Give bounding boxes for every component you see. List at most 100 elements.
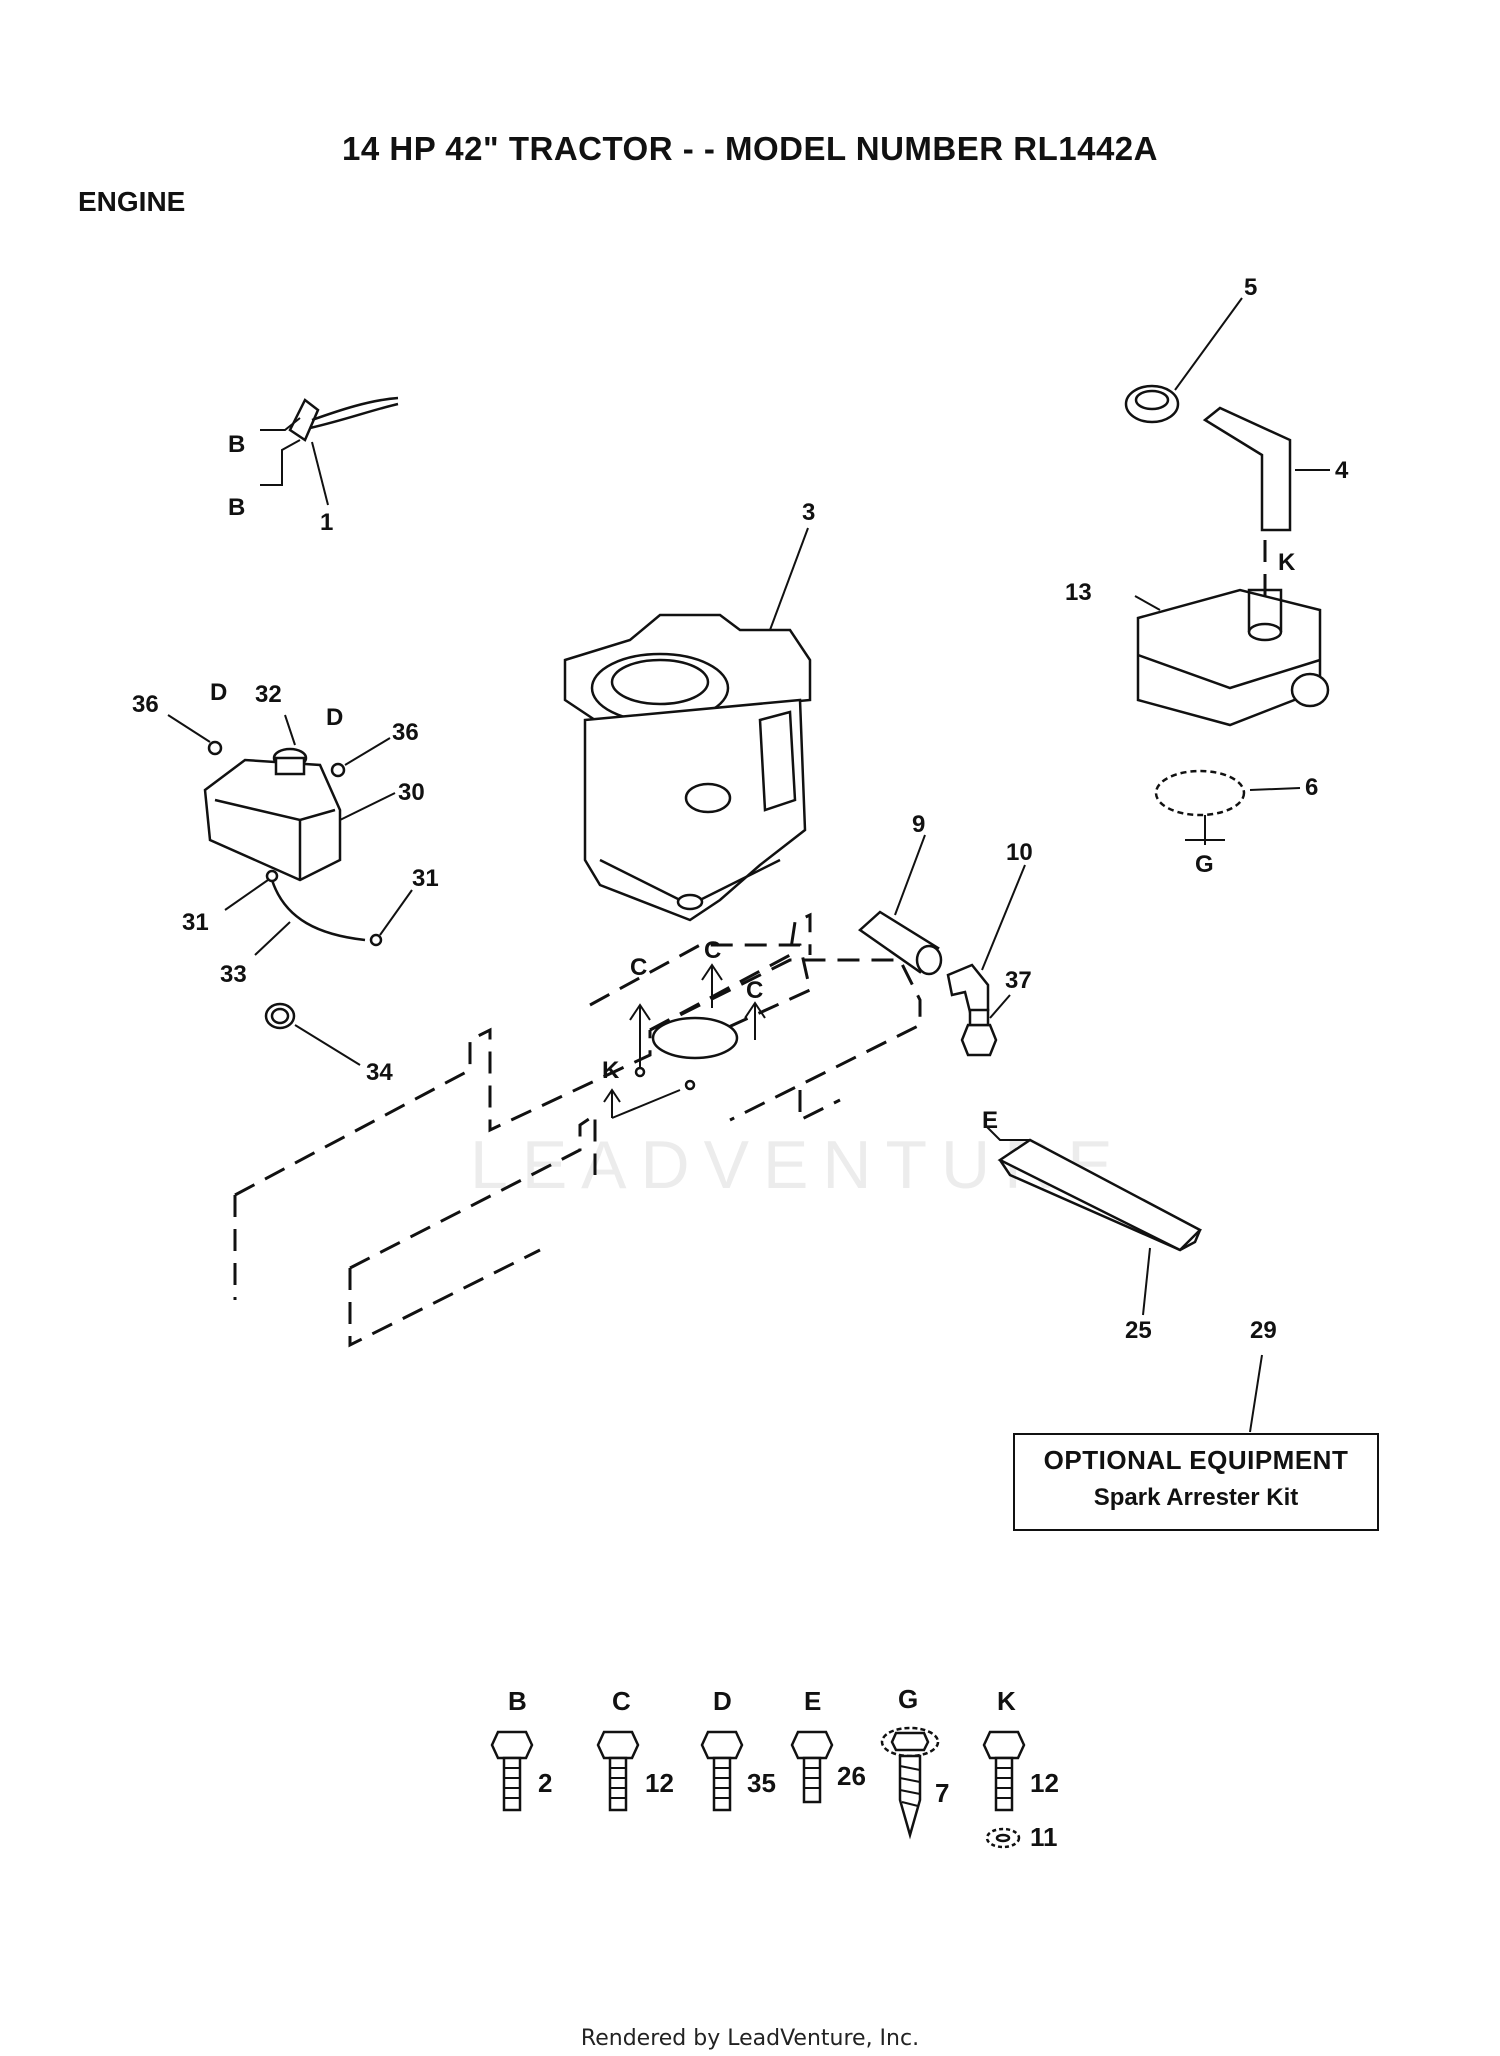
leader-10 bbox=[981, 864, 1026, 971]
hardware-letter-d: D bbox=[713, 1686, 732, 1716]
letter-c-2: C bbox=[704, 937, 721, 964]
optional-equipment-item: Spark Arrester Kit bbox=[1093, 1484, 1299, 1511]
frame-hole-dot bbox=[684, 1079, 696, 1091]
hardware-screw-g-icon[interactable] bbox=[880, 1726, 940, 1840]
leader-33 bbox=[254, 921, 291, 956]
part-31-clamp-left[interactable] bbox=[265, 869, 279, 883]
leader-37 bbox=[989, 994, 1011, 1019]
part-36-bolt-left[interactable] bbox=[207, 740, 223, 756]
callout-30: 30 bbox=[398, 779, 425, 806]
callout-29: 29 bbox=[1250, 1317, 1277, 1344]
callout-31-left: 31 bbox=[182, 909, 209, 936]
leader-36b bbox=[344, 737, 391, 766]
callout-34: 34 bbox=[366, 1059, 393, 1086]
page-title: 14 HP 42" TRACTOR - - MODEL NUMBER RL144… bbox=[342, 130, 1158, 167]
part-33-fuel-line[interactable] bbox=[270, 879, 366, 942]
hardware-legend: B 2 C 12 D 35 E 26 G bbox=[490, 1684, 1059, 1852]
callout-36-left: 36 bbox=[132, 691, 159, 718]
leader-29 bbox=[1249, 1354, 1263, 1433]
leader-30 bbox=[339, 792, 396, 821]
letter-k-2: K bbox=[602, 1057, 620, 1084]
callout-6: 6 bbox=[1305, 774, 1318, 801]
part-32-fuel-cap[interactable] bbox=[272, 747, 308, 776]
bolt-marker-e bbox=[984, 1124, 1030, 1141]
hardware-qty-d: 35 bbox=[747, 1768, 776, 1798]
callout-3: 3 bbox=[802, 499, 815, 526]
letter-b-2: B bbox=[228, 494, 245, 521]
frame-reference-outline bbox=[233, 912, 922, 1348]
part-34-grommet[interactable] bbox=[264, 1002, 296, 1030]
callout-13: 13 bbox=[1065, 579, 1092, 606]
leader-31b bbox=[379, 889, 413, 936]
optional-equipment-box: OPTIONAL EQUIPMENT Spark Arrester Kit bbox=[1013, 1433, 1379, 1531]
hardware-qty-e: 26 bbox=[837, 1761, 866, 1791]
callout-5: 5 bbox=[1244, 274, 1257, 301]
hardware-letter-e: E bbox=[804, 1686, 821, 1716]
bolt-arrow-c-3 bbox=[744, 1001, 766, 1040]
hardware-letter-k: K bbox=[997, 1686, 1016, 1716]
leader-6 bbox=[1249, 787, 1301, 791]
part-25-heat-shield[interactable] bbox=[997, 1138, 1203, 1252]
part-6-gasket[interactable] bbox=[1154, 769, 1246, 845]
callout-9: 9 bbox=[912, 811, 925, 838]
hardware-qty-b: 2 bbox=[538, 1768, 552, 1798]
part-4-exhaust-pipe[interactable] bbox=[1202, 406, 1292, 532]
leader-1 bbox=[311, 441, 329, 506]
part-36-bolt-right[interactable] bbox=[330, 762, 346, 778]
callout-4: 4 bbox=[1335, 457, 1349, 484]
leader-25 bbox=[1142, 1247, 1151, 1316]
hardware-qty-washer: 11 bbox=[1030, 1822, 1058, 1852]
bolt-arrow-c-1 bbox=[629, 1003, 651, 1078]
hardware-letter-b: B bbox=[508, 1686, 527, 1716]
hardware-bolt-e-icon[interactable] bbox=[790, 1730, 834, 1804]
leader-31a bbox=[224, 879, 269, 911]
hardware-bolt-d-icon[interactable] bbox=[700, 1730, 744, 1812]
footer-credit: Rendered by LeadVenture, Inc. bbox=[580, 2026, 920, 2051]
hardware-bolt-b-icon[interactable] bbox=[490, 1730, 534, 1812]
part-37-drain-fitting[interactable] bbox=[960, 1008, 998, 1057]
callout-33: 33 bbox=[220, 961, 247, 988]
part-31-clamp-right[interactable] bbox=[369, 933, 383, 947]
optional-equipment-heading: OPTIONAL EQUIPMENT bbox=[1043, 1445, 1349, 1475]
hardware-letter-g: G bbox=[898, 1684, 918, 1714]
part-10-elbow[interactable] bbox=[946, 963, 990, 1014]
frame-engine-hole bbox=[651, 1016, 739, 1060]
hardware-bolt-c-icon[interactable] bbox=[596, 1730, 640, 1812]
leader-32 bbox=[284, 714, 296, 746]
hardware-bolt-k-icon[interactable] bbox=[982, 1730, 1026, 1812]
leader-9 bbox=[894, 834, 926, 916]
callout-32: 32 bbox=[255, 681, 282, 708]
part-1-throttle-control[interactable] bbox=[260, 396, 399, 486]
part-5-clamp[interactable] bbox=[1124, 384, 1180, 424]
callout-1: 1 bbox=[320, 509, 333, 536]
letter-g-1: G bbox=[1195, 851, 1214, 878]
part-9-hose[interactable] bbox=[857, 910, 943, 976]
hardware-qty-k: 12 bbox=[1030, 1768, 1059, 1798]
callout-25: 25 bbox=[1125, 1317, 1152, 1344]
part-13-muffler[interactable] bbox=[1136, 588, 1330, 727]
letter-c-1: C bbox=[630, 954, 647, 981]
letter-k-1: K bbox=[1278, 549, 1296, 576]
letter-c-3: C bbox=[746, 977, 763, 1004]
leader-3 bbox=[769, 527, 809, 631]
letter-d-1: D bbox=[210, 679, 227, 706]
section-heading: ENGINE bbox=[78, 186, 186, 217]
leader-34 bbox=[294, 1024, 361, 1066]
part-30-fuel-tank[interactable] bbox=[203, 758, 342, 882]
hardware-qty-c: 12 bbox=[645, 1768, 674, 1798]
hardware-letter-c: C bbox=[612, 1686, 631, 1716]
letter-d-2: D bbox=[326, 704, 343, 731]
bolt-arrow-k bbox=[603, 1088, 681, 1119]
leader-36a bbox=[167, 714, 211, 743]
callout-37: 37 bbox=[1005, 967, 1032, 994]
callout-31-right: 31 bbox=[412, 865, 439, 892]
hardware-lockwasher-icon[interactable] bbox=[985, 1827, 1021, 1849]
letter-e-1: E bbox=[982, 1107, 998, 1134]
hardware-qty-g: 7 bbox=[935, 1778, 949, 1808]
bolt-arrow-c-2 bbox=[701, 963, 723, 1008]
leader-13 bbox=[1134, 595, 1161, 611]
callout-36-right: 36 bbox=[392, 719, 419, 746]
letter-b-1: B bbox=[228, 431, 245, 458]
part-3-engine[interactable] bbox=[563, 613, 812, 922]
